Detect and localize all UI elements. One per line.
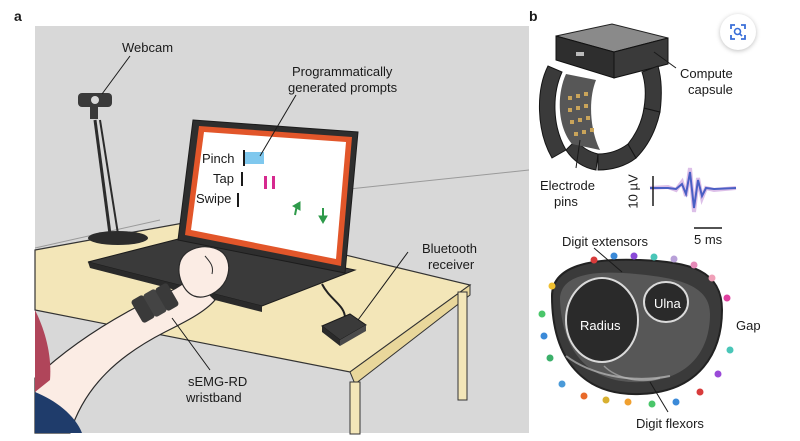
panel-b-letter: b xyxy=(529,8,538,24)
digit-extensors-label: Digit extensors xyxy=(562,234,648,249)
electrode-pins-label-line1: Electrode xyxy=(540,178,595,193)
wristband-ring xyxy=(539,65,662,171)
desk-leg xyxy=(349,381,361,435)
time-scale-label: 5 ms xyxy=(694,232,723,247)
wristband-label-line2: wristband xyxy=(186,390,242,405)
forearm-cross-section xyxy=(550,258,724,396)
tap-mark xyxy=(264,176,267,189)
receiver-label-line1: Bluetooth xyxy=(422,241,477,256)
electrode-pins-label-line2: pins xyxy=(554,194,578,209)
swipe-arrow-up xyxy=(291,201,301,216)
digit-flexors-label: Digit flexors xyxy=(636,416,704,431)
electrode-dots xyxy=(538,252,734,408)
radius-label: Radius xyxy=(580,318,621,333)
webcam-base xyxy=(88,231,148,245)
forearm xyxy=(34,275,216,434)
panel-a-letter: a xyxy=(14,8,22,24)
prompts-label-line1: Programmatically xyxy=(292,64,393,79)
webcam-label: Webcam xyxy=(122,40,174,55)
desk-leg xyxy=(457,291,468,401)
compute-capsule-label-line1: Compute xyxy=(680,66,733,81)
wristband-label-line1: sEMG-RD xyxy=(188,374,248,389)
wristband xyxy=(131,283,179,323)
ulna-bone xyxy=(643,281,689,323)
emg-trace xyxy=(649,167,737,213)
gesture-swipe-label: Swipe xyxy=(196,191,232,206)
pinch-highlight xyxy=(244,152,264,164)
compute-capsule-label-line2: capsule xyxy=(688,82,733,97)
electrode-pins xyxy=(568,92,594,136)
scan-search-icon xyxy=(730,24,746,40)
radius-bone xyxy=(565,277,639,363)
swipe-arrow-down xyxy=(318,208,328,225)
gesture-tap-label: Tap xyxy=(213,171,234,186)
ulna-label: Ulna xyxy=(654,296,681,311)
gesture-pinch-label: Pinch xyxy=(202,151,235,166)
laptop-screen xyxy=(191,132,346,259)
visual-search-button[interactable] xyxy=(720,14,756,50)
gap-label: Gap xyxy=(736,318,761,333)
prompts-label-line2: generated prompts xyxy=(288,80,398,95)
voltage-scale-label: 10 µV xyxy=(625,174,641,209)
tap-mark xyxy=(272,176,275,189)
hand xyxy=(178,246,230,298)
receiver-label-line2: receiver xyxy=(428,257,475,272)
